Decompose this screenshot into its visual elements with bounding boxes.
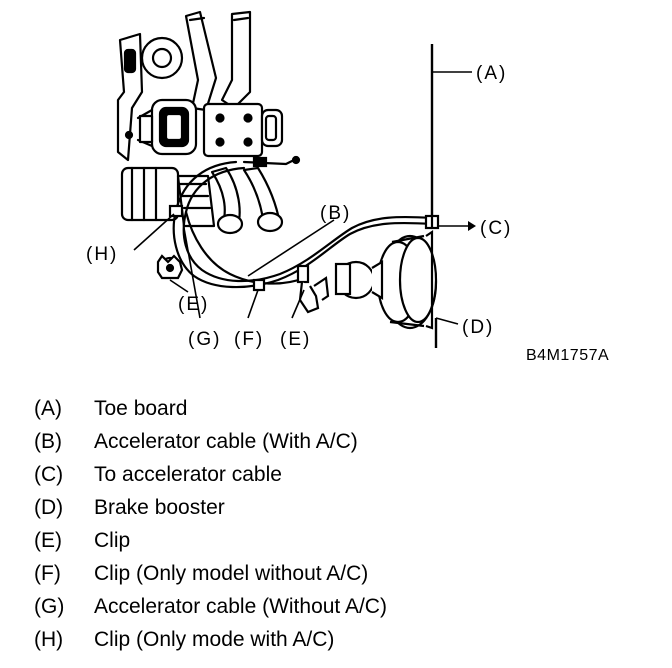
legend-item: (E) Clip: [34, 524, 654, 557]
callout-b: (B): [320, 203, 351, 224]
legend-key: (G): [34, 595, 65, 618]
callout-f: (F): [234, 329, 264, 350]
legend-label: Accelerator cable (With A/C): [94, 430, 358, 453]
legend-item: (D) Brake booster: [34, 491, 654, 524]
legend-key: (C): [34, 463, 64, 486]
legend-item: (F) Clip (Only model without A/C): [34, 557, 654, 590]
clips: [156, 204, 330, 314]
legend-label: Clip (Only model without A/C): [94, 562, 369, 585]
legend-key: (A): [34, 397, 62, 420]
callout-e-upper: (E): [178, 294, 209, 315]
callout-a: (A): [476, 63, 507, 84]
legend-label: Accelerator cable (Without A/C): [94, 595, 387, 618]
legend-label: To accelerator cable: [94, 463, 282, 486]
parts-legend: (A) Toe board (B) Accelerator cable (Wit…: [34, 392, 654, 656]
legend-key: (D): [34, 496, 64, 519]
callout-e-lower: (E): [280, 329, 311, 350]
legend-label: Toe board: [94, 397, 188, 420]
clip-f: [252, 278, 266, 292]
leader-lines: [133, 71, 472, 325]
legend-key: (E): [34, 529, 62, 552]
cable-routing-diagram: (A) (B) (C) (D) (H) (E) (G) (F) (E) B4M1…: [86, 10, 609, 364]
legend-item: (C) To accelerator cable: [34, 458, 654, 491]
legend-item: (A) Toe board: [34, 392, 654, 425]
engine-assembly-drawing: [116, 10, 284, 235]
callout-h: (H): [86, 244, 118, 265]
clip-e-upper: [156, 254, 184, 280]
legend-key: (B): [34, 430, 62, 453]
figure-code: B4M1757A: [526, 347, 609, 364]
legend-key: (H): [34, 628, 64, 651]
legend-key: (F): [34, 562, 61, 585]
callout-g: (G): [188, 329, 221, 350]
legend-item: (B) Accelerator cable (With A/C): [34, 425, 654, 458]
brake-booster-drawing: [334, 229, 438, 330]
accelerator-cables: [172, 155, 440, 289]
callout-c: (C): [480, 218, 512, 239]
legend-item: (G) Accelerator cable (Without A/C): [34, 590, 654, 623]
legend-label: Brake booster: [94, 496, 225, 519]
toe-board-line: [430, 44, 438, 348]
legend-item: (H) Clip (Only mode with A/C): [34, 623, 654, 656]
arrow-to-c: [468, 221, 476, 231]
legend-label: Clip (Only mode with A/C): [94, 628, 335, 651]
callout-d: (D): [462, 317, 494, 338]
legend-label: Clip: [94, 529, 131, 552]
clip-h: [168, 204, 184, 218]
clip-e-lower: [296, 264, 330, 314]
